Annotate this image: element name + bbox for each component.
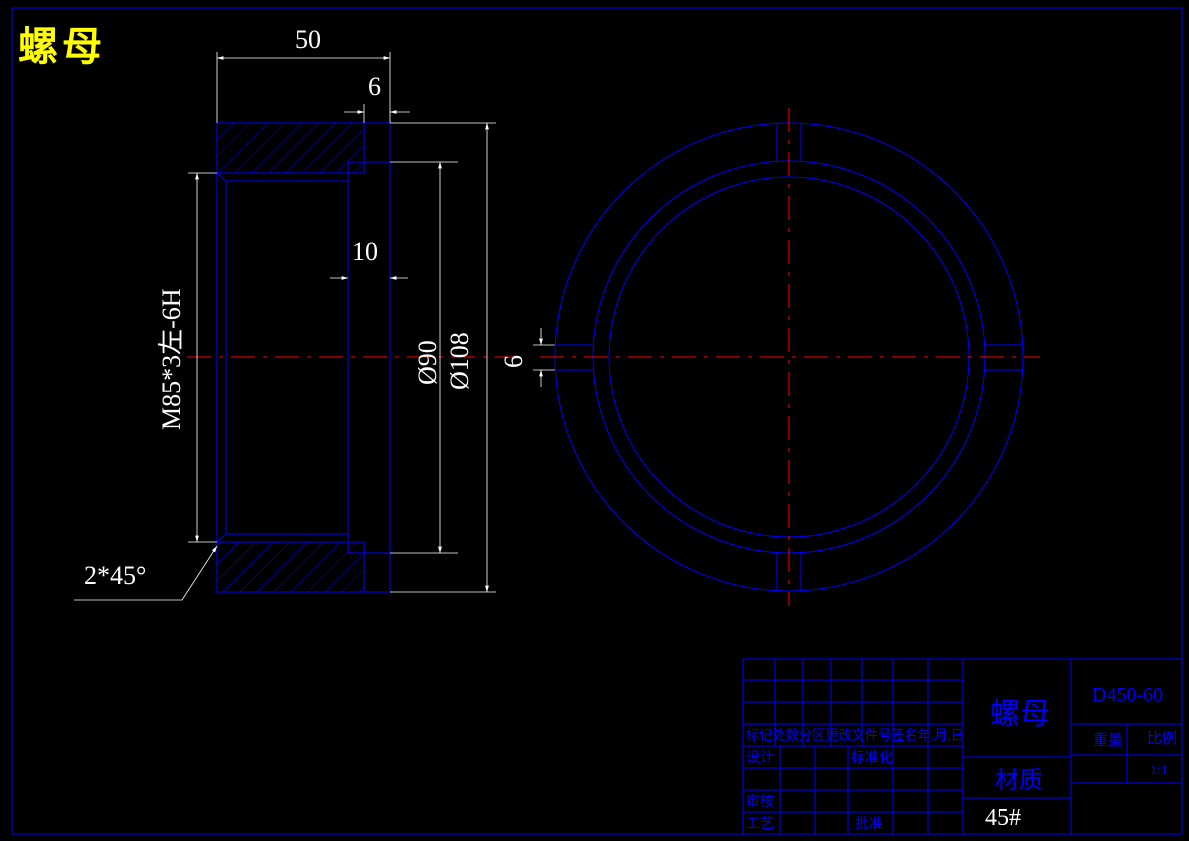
drawing-title: 螺母 [18, 23, 106, 70]
hatch-top [216, 122, 365, 174]
center-lines-end-view [540, 108, 1040, 606]
section-view [216, 122, 391, 593]
title-block [742, 658, 1183, 835]
dim-groove: 6 [368, 72, 381, 101]
dimension-lines [74, 52, 560, 601]
hatch-bottom [216, 541, 365, 593]
tb-standardize: 标准化 [851, 750, 893, 766]
tb-weight-label: 重量 [1093, 732, 1123, 749]
dim-inner-diameter: Ø90 [413, 340, 442, 385]
tb-part-name: 螺母 [990, 698, 1050, 731]
dim-thread: M85*3左-6H [157, 288, 186, 430]
tb-header-row: 标记处数分区更改文件号签名年,月,日 [746, 727, 964, 744]
tb-scale-label: 比例 [1147, 730, 1177, 747]
tb-material: 45# [985, 805, 1021, 831]
drawing-border [11, 7, 1183, 835]
tb-process: 工艺 [746, 816, 774, 832]
tb-design: 设计 [746, 750, 774, 766]
tb-approve: 批准 [855, 816, 883, 832]
dim-outer-diameter: Ø108 [445, 332, 474, 390]
tb-review: 审核 [746, 794, 774, 810]
dim-chamfer: 2*45° [84, 561, 146, 590]
dim-slot: 6 [499, 355, 528, 368]
dim-length: 50 [295, 25, 321, 54]
tb-scale: 1:1 [1150, 763, 1168, 778]
tb-drawing-no: D450-60 [1092, 684, 1163, 706]
dim-step: 10 [352, 237, 378, 266]
tb-material-label: 材质 [995, 767, 1043, 794]
